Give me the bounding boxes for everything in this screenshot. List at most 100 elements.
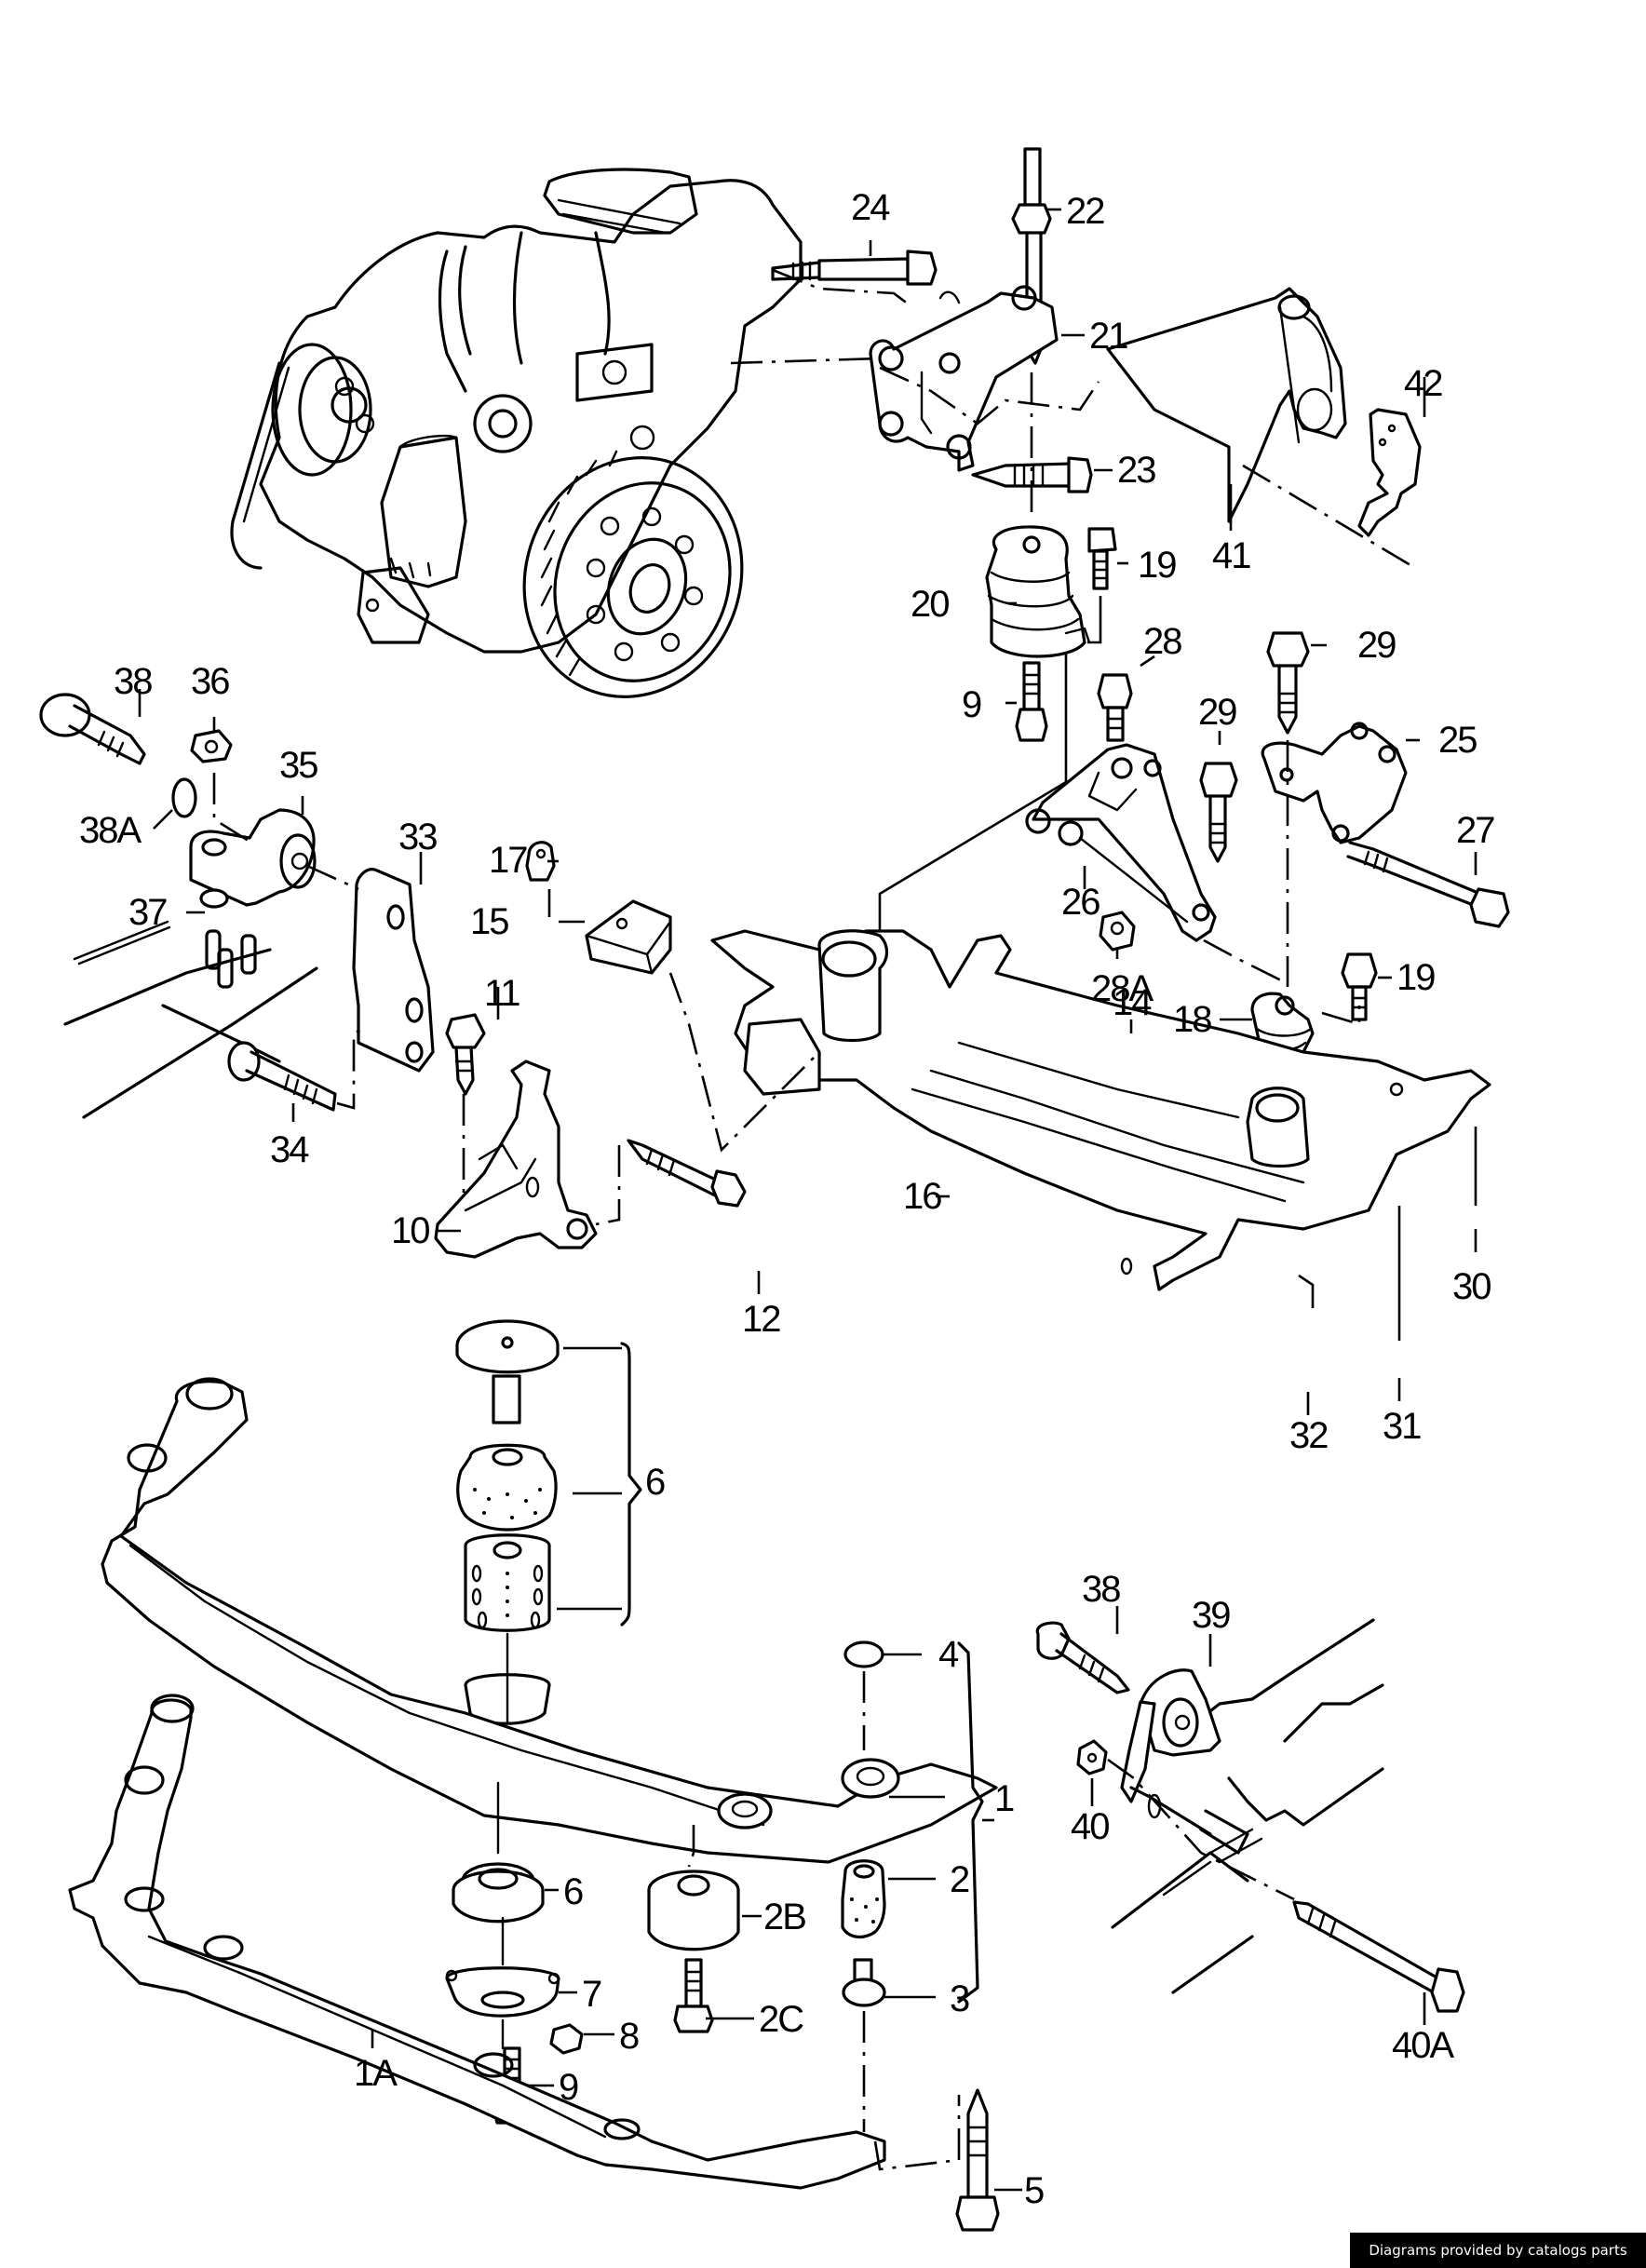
callout-28: 28 xyxy=(1143,621,1181,662)
sleeve-3 xyxy=(842,1958,886,2007)
callout-17: 17 xyxy=(489,840,527,881)
nut-8 xyxy=(549,2023,584,2055)
callout-12: 12 xyxy=(742,1299,780,1340)
callout-6-lower: 6 xyxy=(563,1871,583,1912)
bracket-33 xyxy=(352,868,435,1073)
callout-1: 1 xyxy=(994,1778,1014,1819)
engine-illustration xyxy=(230,168,881,698)
callout-34: 34 xyxy=(270,1129,309,1170)
callout-9-upper: 9 xyxy=(962,684,981,725)
callout-37: 37 xyxy=(128,892,167,933)
bolt-9-upper xyxy=(1015,661,1048,742)
callout-6-upper: 6 xyxy=(645,1462,665,1503)
callout-33: 33 xyxy=(398,817,437,857)
callout-29-middle: 29 xyxy=(1198,692,1236,733)
callout-35: 35 xyxy=(279,745,317,786)
steering-rack-body xyxy=(1111,1618,1384,1994)
callout-30: 30 xyxy=(1452,1266,1491,1307)
callout-38-left: 38 xyxy=(114,661,152,702)
callout-2: 2 xyxy=(950,1859,969,1900)
bolt-19-lower xyxy=(1341,952,1378,1021)
engine-bracket-21 xyxy=(869,285,1059,472)
callout-3: 3 xyxy=(950,1978,969,2019)
studs-bottom xyxy=(205,929,257,989)
bolt-23 xyxy=(971,456,1093,493)
callout-labels: 24 22 21 2 3 20 19 4 1 42 9 28 29 29 25 27… xyxy=(79,187,1496,2211)
bolt-29-middle xyxy=(1199,762,1238,863)
callout-31: 31 xyxy=(1383,1406,1421,1447)
subframe-1A xyxy=(68,1694,886,2190)
callout-38-right: 38 xyxy=(1082,1569,1120,1610)
subframe-14 xyxy=(710,929,1491,1291)
callout-7: 7 xyxy=(582,1974,601,2015)
bolt-12 xyxy=(627,1139,747,1208)
callout-42: 42 xyxy=(1404,363,1442,404)
rubber-pad-15 xyxy=(585,899,672,975)
engine-mount-20 xyxy=(985,525,1091,658)
bracket-10 xyxy=(434,1060,598,1259)
washer-4 xyxy=(843,1640,884,1668)
bolt-38-left xyxy=(39,693,146,765)
callout-19-upper: 19 xyxy=(1138,545,1176,586)
washer-37 xyxy=(199,888,229,909)
bolt-19-upper xyxy=(1087,527,1117,644)
callout-16: 16 xyxy=(903,1176,941,1217)
bolt-34 xyxy=(227,1041,337,1112)
callout-9-lower: 9 xyxy=(559,2067,578,2108)
callout-40: 40 xyxy=(1071,1806,1109,1847)
callout-20: 20 xyxy=(911,584,949,625)
callout-27: 27 xyxy=(1456,810,1494,851)
callout-19-lower: 19 xyxy=(1396,957,1435,998)
bushing-2 xyxy=(841,1859,886,1939)
washer-38A xyxy=(171,777,197,818)
bracket-25 xyxy=(1261,722,1408,844)
subframe-1 xyxy=(101,1377,998,1864)
callout-18: 18 xyxy=(1173,999,1211,1040)
mount-6-stack-top xyxy=(455,1319,560,1725)
flange-7 xyxy=(445,1966,560,2018)
nut-40 xyxy=(1076,1739,1108,1775)
bolt-28 xyxy=(1097,673,1133,742)
callout-8: 8 xyxy=(619,2016,639,2057)
mount-39 xyxy=(1120,1668,1221,1803)
callout-38A: 38A xyxy=(79,810,142,851)
callout-32: 32 xyxy=(1289,1415,1328,1456)
callout-15: 15 xyxy=(470,901,508,942)
mount-2B xyxy=(647,1870,740,1951)
provider-credit-badge: Diagrams provided by catalogs parts xyxy=(1350,2233,1646,2268)
bolt-40A xyxy=(1292,1900,1465,2013)
nut-17 xyxy=(525,841,556,882)
callout-5: 5 xyxy=(1024,2170,1044,2211)
callout-36: 36 xyxy=(191,661,229,702)
callout-14: 14 xyxy=(1113,982,1152,1023)
mount-6-lower xyxy=(452,1862,545,1924)
bolt-27 xyxy=(1346,841,1510,928)
bracket-42 xyxy=(1357,408,1422,537)
callout-1A: 1A xyxy=(354,2053,398,2094)
bracket-26 xyxy=(1025,743,1217,942)
nut-28A xyxy=(1099,911,1136,952)
body-panel-left xyxy=(63,920,318,1119)
callout-11: 11 xyxy=(484,973,519,1014)
callout-25: 25 xyxy=(1438,720,1477,761)
bolt-38-right xyxy=(1035,1621,1130,1694)
callout-28A: 28A xyxy=(1091,968,1154,1009)
callout-4: 4 xyxy=(938,1634,959,1675)
callout-24: 24 xyxy=(851,187,890,228)
callout-10: 10 xyxy=(391,1210,429,1251)
body-bracket-41 xyxy=(1106,287,1347,523)
callout-22: 22 xyxy=(1066,191,1104,232)
bolt-24 xyxy=(771,250,938,286)
callout-21: 21 xyxy=(1089,316,1127,357)
callout-2C: 2C xyxy=(759,1999,803,2040)
bolt-5 xyxy=(955,2088,1000,2232)
callout-40A: 40A xyxy=(1392,2025,1454,2066)
callout-leaders xyxy=(138,208,1477,2048)
mount-35 xyxy=(189,808,317,907)
callout-29-top: 29 xyxy=(1357,625,1396,666)
callout-39: 39 xyxy=(1192,1595,1230,1636)
bolt-2C xyxy=(673,1958,714,2033)
callout-2B: 2B xyxy=(763,1897,805,1937)
bolt-29-top xyxy=(1266,631,1310,735)
